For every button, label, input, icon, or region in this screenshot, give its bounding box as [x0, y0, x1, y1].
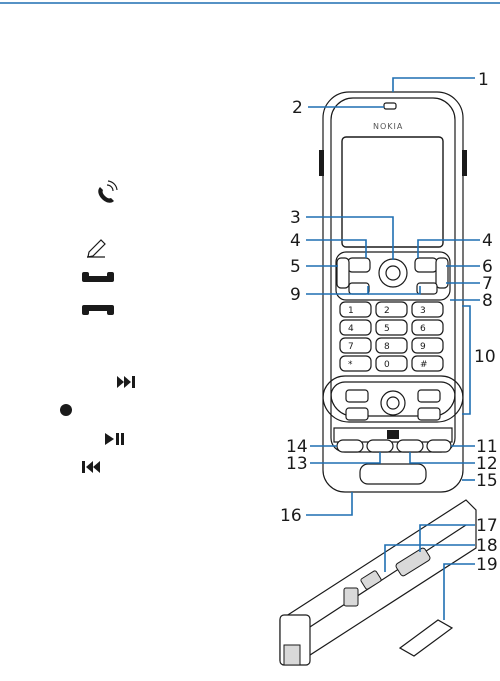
callout-label: 5 — [290, 257, 301, 277]
callout-label: 3 — [290, 208, 301, 228]
keypad-key — [376, 356, 407, 371]
left-softkey — [348, 258, 370, 272]
next-track-icon — [117, 376, 135, 388]
keypad-key — [340, 320, 371, 335]
keypad-key-label: 9 — [420, 342, 426, 352]
keypad-key-label: 2 — [384, 306, 390, 316]
callout-label: 17 — [476, 516, 498, 536]
keypad-key-label: 8 — [384, 342, 390, 352]
keypad: 1 2 3 4 5 6 7 8 9 * 0 # — [340, 302, 443, 371]
callout-label: 15 — [476, 471, 498, 491]
keypad-key — [412, 320, 443, 335]
camera-icon — [387, 430, 399, 439]
keypad-key-label: 3 — [420, 306, 426, 316]
speaker-grille-side — [284, 645, 300, 665]
keypad-key-label: 7 — [348, 342, 354, 352]
previous-track-icon — [82, 461, 100, 473]
pencil-icon — [87, 240, 105, 257]
callout-label: 13 — [286, 454, 308, 474]
keypad-key — [340, 338, 371, 353]
keypad-key-label: * — [348, 360, 353, 370]
keypad-key-label: 4 — [348, 324, 354, 334]
memory-card-slot — [344, 588, 358, 606]
callout-label: 16 — [280, 506, 302, 526]
phone-media-view — [323, 376, 463, 492]
callout-label: 19 — [476, 555, 498, 575]
callout-label: 18 — [476, 536, 498, 556]
keypad-key — [376, 302, 407, 317]
keypad-key — [340, 356, 371, 371]
keypad-key-label: 6 — [420, 324, 426, 334]
call-key — [337, 258, 349, 288]
keypad-key-label: 5 — [384, 324, 390, 334]
memory-card — [400, 620, 452, 656]
keypad-key — [340, 302, 371, 317]
callout-label: 10 — [474, 347, 496, 367]
keypad-key-label: 1 — [348, 306, 354, 316]
callout-label: 8 — [482, 291, 493, 311]
media-key-play-pause — [367, 440, 393, 452]
keypad-key — [412, 302, 443, 317]
callout-label: 2 — [292, 98, 303, 118]
keypad-key-label: 0 — [384, 360, 390, 370]
navi-key-center — [386, 266, 400, 280]
callout-label: 14 — [286, 437, 308, 457]
keypad-key — [376, 320, 407, 335]
play-pause-icon — [105, 433, 124, 445]
keypad-key — [376, 338, 407, 353]
callout-label: 1 — [478, 70, 489, 90]
voice-dial-icon — [98, 181, 117, 203]
media-key-rewind — [337, 440, 363, 452]
right-softkey — [415, 258, 437, 272]
end-key-icon — [82, 305, 114, 315]
callout-label: 9 — [290, 285, 301, 305]
brand-label: NOKIA — [373, 122, 403, 131]
callout-label: 4 — [290, 231, 301, 251]
record-dot-icon — [60, 404, 72, 416]
media-key-stop — [397, 440, 423, 452]
keypad-key — [412, 338, 443, 353]
call-key-icon — [82, 272, 114, 282]
media-key-forward — [427, 440, 451, 452]
earpiece — [384, 103, 396, 109]
speaker-grille — [360, 464, 426, 484]
keypad-key-label: # — [420, 360, 428, 370]
callout-label: 4 — [482, 231, 493, 251]
